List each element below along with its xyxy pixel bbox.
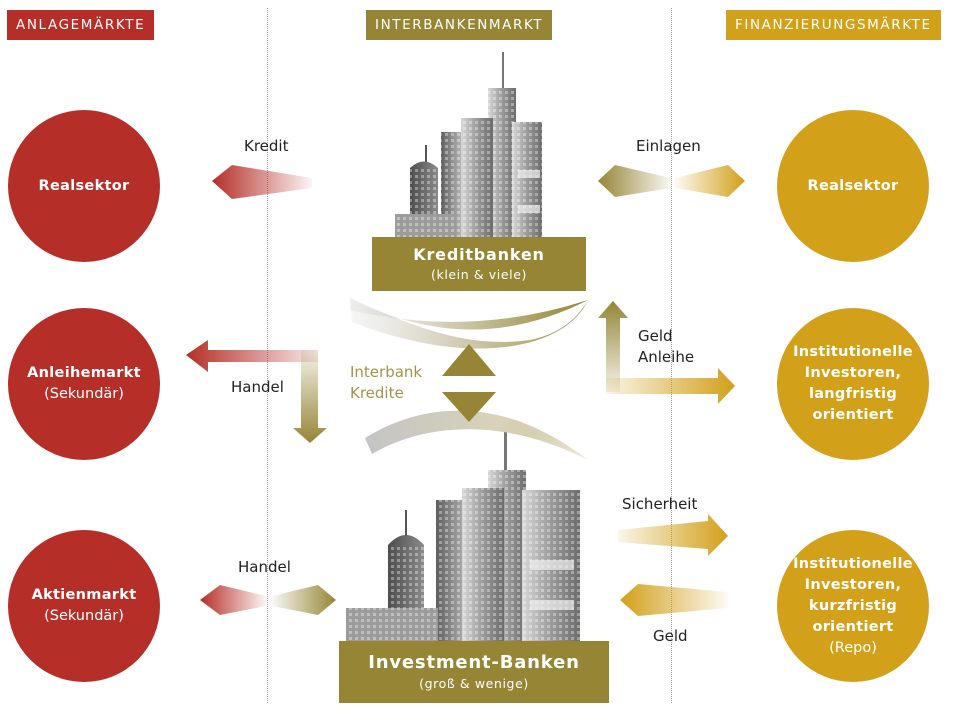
label-handel-top: Handel xyxy=(231,378,284,396)
label-geld: Geld xyxy=(638,327,673,345)
circle-aktienmarkt: Aktienmarkt (Sekundär) xyxy=(8,530,160,682)
handel-bottom-arrow-right xyxy=(272,585,336,615)
circle-line: langfristig xyxy=(808,386,898,402)
geld-up-arrow xyxy=(598,301,628,392)
interbank-line: Interbank xyxy=(350,363,423,381)
interbank-label: Interbank Kredite xyxy=(350,362,422,404)
circle-institutionelle-langfristig: Institutionelle Investoren, langfristig … xyxy=(777,308,929,460)
plate-subtitle: (groß & wenige) xyxy=(419,676,529,691)
header-finanzierungsmaerkte: FINANZIERUNGSMÄRKTE xyxy=(726,10,941,40)
label-geld: Geld xyxy=(653,627,688,645)
label-handel-bottom: Handel xyxy=(238,558,291,576)
geld-arrow xyxy=(620,584,728,616)
circle-anleihemarkt: Anleihemarkt (Sekundär) xyxy=(8,308,160,460)
circle-line: Institutionelle xyxy=(793,344,913,360)
circle-line: Realsektor xyxy=(807,177,899,194)
circle-institutionelle-kurzfristig: Institutionelle Investoren, kurzfristig … xyxy=(777,530,929,682)
circle-subtitle: (Sekundär) xyxy=(44,608,124,624)
swoosh-bottom xyxy=(365,410,588,460)
circle-title: Realsektor xyxy=(38,177,130,194)
handel-top-arrow-down xyxy=(293,350,327,443)
label-sicherheit: Sicherheit xyxy=(622,495,698,513)
plate-investment-banken: Investment-Banken (groß & wenige) xyxy=(339,641,609,703)
einlagen-arrow-left xyxy=(598,165,671,197)
circle-subtitle: (Repo) xyxy=(829,639,877,656)
kredit-arrow xyxy=(212,165,312,199)
handel-top-arrow-left xyxy=(186,340,318,372)
interbank-down-triangle xyxy=(442,392,496,422)
circle-line: kurzfristig xyxy=(808,597,898,614)
circle-line: Investoren, xyxy=(804,576,902,593)
skyline-bottom-icon xyxy=(346,432,580,642)
circle-line: orientiert xyxy=(812,618,894,635)
circle-line: Investoren, xyxy=(804,365,902,381)
circle-realsektor-left: Realsektor xyxy=(8,110,160,262)
circle-realsektor-right: Realsektor xyxy=(777,110,929,262)
circle-title: Aktienmarkt xyxy=(31,587,137,603)
plate-kreditbanken: Kreditbanken (klein & viele) xyxy=(372,237,586,291)
einlagen-arrow-right xyxy=(675,165,745,197)
label-geld-anleihe: Geld Anleihe xyxy=(638,326,694,368)
label-anleihe: Anleihe xyxy=(638,348,695,366)
header-interbankenmarkt: INTERBANKENMARKT xyxy=(366,10,553,40)
divider-right xyxy=(671,8,672,703)
circle-line: Institutionelle xyxy=(793,555,913,572)
circle-subtitle: (Sekundär) xyxy=(44,386,124,402)
header-anlagemaerkte: ANLAGEMÄRKTE xyxy=(7,10,155,40)
label-kredit: Kredit xyxy=(244,137,289,155)
interbank-up-triangle xyxy=(442,344,496,376)
circle-title: Anleihemarkt xyxy=(27,365,141,381)
sicherheit-arrow xyxy=(618,514,728,556)
circle-line: orientiert xyxy=(812,407,894,423)
handel-bottom-arrow-left xyxy=(200,585,266,615)
plate-title: Kreditbanken xyxy=(413,245,545,264)
plate-subtitle: (klein & viele) xyxy=(431,267,527,282)
interbank-line: Kredite xyxy=(350,384,404,402)
anleihe-right-arrow xyxy=(606,368,735,404)
skyline-top-icon xyxy=(395,52,542,240)
swoosh-top xyxy=(350,298,588,330)
plate-title: Investment-Banken xyxy=(368,652,580,673)
label-einlagen: Einlagen xyxy=(636,137,701,155)
